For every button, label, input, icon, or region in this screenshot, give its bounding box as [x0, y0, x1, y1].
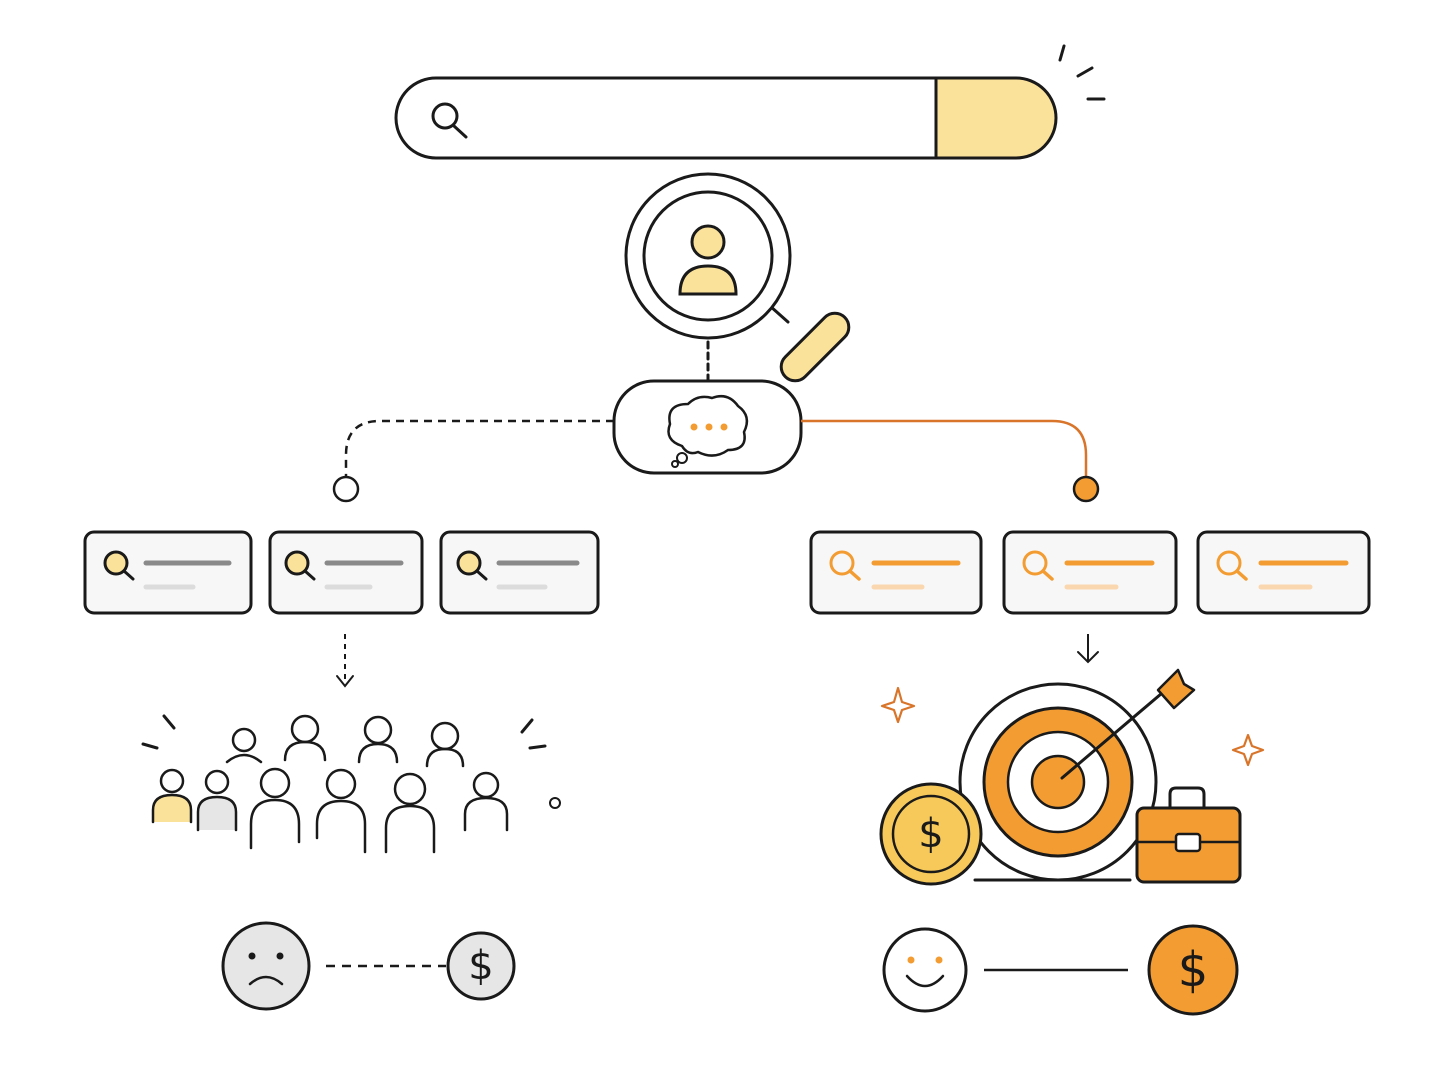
search-icon	[284, 550, 316, 581]
dollar-coin-icon: $	[446, 931, 516, 1001]
sparkle-lines	[1058, 44, 1106, 101]
result-card[interactable]	[439, 530, 600, 615]
result-card[interactable]	[809, 530, 983, 615]
dollar-coin-icon: $	[879, 782, 983, 886]
left-result-cards	[83, 530, 600, 615]
right-branch-connector	[801, 419, 1088, 476]
right-down-arrow	[1077, 634, 1099, 664]
result-card[interactable]	[83, 530, 253, 615]
search-icon	[456, 550, 488, 581]
coin-dollar-symbol: $	[918, 811, 943, 857]
search-icon	[829, 550, 861, 581]
crowd-icon	[141, 714, 561, 854]
thought-bubble-icon	[667, 395, 749, 468]
result-card[interactable]	[268, 530, 424, 615]
right-branch-node	[1072, 475, 1100, 503]
thought-node	[612, 379, 803, 475]
target-arrow-icon	[880, 668, 1265, 882]
result-card[interactable]	[1002, 530, 1178, 615]
right-dollar-symbol: $	[1178, 942, 1209, 998]
left-dollar-symbol: $	[468, 943, 493, 989]
dollar-coin-icon: $	[1147, 924, 1239, 1016]
left-down-arrow	[336, 634, 354, 688]
search-icon	[1022, 550, 1054, 581]
search-icon	[103, 550, 135, 581]
left-branch-connector	[344, 419, 614, 476]
search-bar[interactable]	[394, 76, 1058, 160]
magnifier-user-icon	[624, 172, 851, 383]
smile-face-icon	[882, 927, 968, 1013]
sad-face-icon	[221, 921, 311, 1011]
right-result-cards	[809, 530, 1371, 615]
briefcase-icon	[1135, 786, 1242, 884]
search-icon	[1216, 550, 1248, 581]
result-card[interactable]	[1196, 530, 1371, 615]
search-icon	[431, 102, 468, 139]
left-branch-node	[332, 475, 360, 503]
